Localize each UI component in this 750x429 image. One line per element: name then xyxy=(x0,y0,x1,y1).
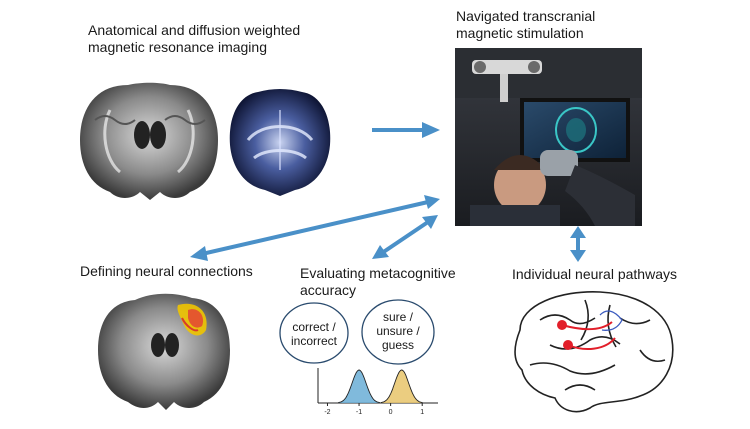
connections-title-text: Defining neural connections xyxy=(80,263,253,279)
oval-confidence-line2: unsure / xyxy=(376,324,420,338)
metacog-title-line1: Evaluating metacognitive xyxy=(300,265,456,281)
arrow-tms-to-connections xyxy=(190,195,440,261)
oval-confidence-line3: guess xyxy=(381,338,415,352)
metacog-title-line2: accuracy xyxy=(300,282,357,298)
connections-brain-image xyxy=(98,293,230,410)
distribution-area-2 xyxy=(380,370,423,403)
arrow-mri-to-tms xyxy=(372,122,440,138)
oval-correct-line1: correct / xyxy=(292,320,336,334)
pathways-title-text: Individual neural pathways xyxy=(512,266,677,282)
x-tick-label-4: 1 xyxy=(420,409,424,416)
tms-photo xyxy=(455,48,642,226)
oval-confidence xyxy=(361,299,435,365)
distribution-area-1 xyxy=(338,370,380,403)
metacog-title: Evaluating metacognitive accuracy xyxy=(300,265,456,299)
arrow-tms-to-metacog xyxy=(372,215,438,259)
x-tick-label-2: -1 xyxy=(356,409,362,416)
anatomical-mri-image xyxy=(80,82,218,200)
oval-correct-line2: incorrect xyxy=(290,334,337,348)
tms-title: Navigated transcranial magnetic stimulat… xyxy=(456,8,595,42)
tms-title-line1: Navigated transcranial xyxy=(456,8,596,24)
arrows xyxy=(190,122,586,262)
oval-confidence-line1: sure / xyxy=(382,310,413,324)
oval-confidence-text: sure / unsure / guess xyxy=(368,310,428,352)
tms-title-line2: magnetic stimulation xyxy=(456,25,584,41)
pathway-line-2 xyxy=(567,337,616,351)
pathways-brain-image xyxy=(514,291,674,413)
connections-title: Defining neural connections xyxy=(80,263,253,280)
mri-title: Anatomical and diffusion weighted magnet… xyxy=(88,22,300,56)
metacog-ovals xyxy=(279,299,435,365)
x-tick-label-3: 0 xyxy=(389,409,393,416)
arrow-tms-to-pathways xyxy=(570,226,586,262)
pathways-title: Individual neural pathways xyxy=(512,266,677,283)
oval-correct xyxy=(279,302,349,364)
mri-title-line2: magnetic resonance imaging xyxy=(88,39,267,55)
distribution-chart: -2 -1 0 1 xyxy=(317,368,438,416)
distribution-outline-2 xyxy=(380,369,423,404)
pathway-line-1 xyxy=(561,321,613,331)
pathway-markers xyxy=(557,320,616,351)
x-tick-label-1: -2 xyxy=(324,409,330,416)
oval-correct-text: correct / incorrect xyxy=(284,320,344,348)
diffusion-mri-image xyxy=(229,89,331,196)
distribution-outline-1 xyxy=(338,369,380,404)
mri-title-line1: Anatomical and diffusion weighted xyxy=(88,22,301,38)
